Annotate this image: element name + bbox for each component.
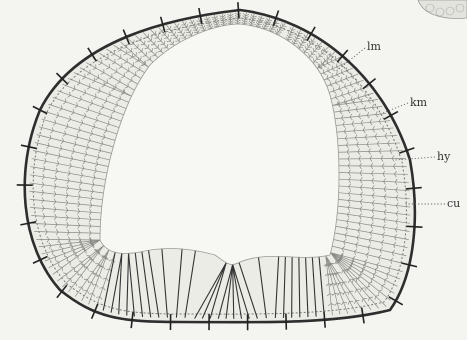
label-hy: hy <box>437 150 451 163</box>
label-km: km <box>410 96 428 109</box>
spine <box>406 226 422 227</box>
spine <box>238 2 239 18</box>
label-cu: cu <box>447 197 460 210</box>
label-lm: lm <box>367 40 382 53</box>
